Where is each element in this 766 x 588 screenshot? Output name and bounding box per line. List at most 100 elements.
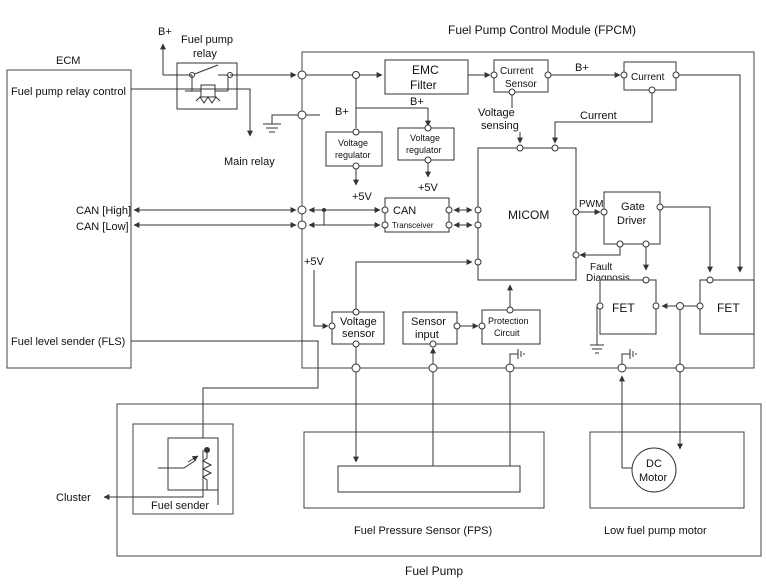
fpcm-bottom-terminal — [351, 363, 361, 373]
micom-terminal — [474, 206, 482, 214]
protection-terminal — [506, 306, 514, 314]
fls-wire — [131, 340, 319, 438]
can-transceiver — [384, 197, 450, 233]
vr2-line1: Voltage — [410, 133, 440, 143]
fuel-sender-frame — [132, 423, 234, 515]
vr1-terminal — [352, 128, 360, 136]
vsensor-line2: sensor — [342, 328, 375, 340]
protection-terminal — [478, 322, 486, 330]
plus5v-vr2: +5V — [418, 182, 439, 194]
ecm-can-high-label: CAN [High] — [76, 205, 131, 217]
junction-dot — [322, 208, 326, 212]
micom-terminal — [572, 251, 580, 259]
fpcm-title: Fuel Pump Control Module (FPCM) — [448, 23, 636, 37]
can-terminal — [381, 206, 389, 214]
motor-label: Low fuel pump motor — [604, 525, 707, 537]
fet-left-drain — [652, 302, 660, 310]
fet-left-gate — [642, 276, 650, 284]
node — [676, 302, 684, 310]
fpcm-bottom-terminal — [428, 363, 438, 373]
vr1-line1: Voltage — [338, 138, 368, 148]
fpcm-terminal — [297, 110, 307, 120]
emc-filter-line1: EMC — [412, 63, 439, 77]
micom-terminal — [474, 221, 482, 229]
motor-ground-symbol — [621, 349, 637, 364]
sensor-input — [402, 311, 458, 345]
bplus-label-dist-right: B+ — [410, 96, 424, 108]
sensor-input-terminal — [429, 340, 437, 348]
current-sensor-line1: Current — [500, 66, 534, 77]
fet-left-source — [596, 302, 604, 310]
bplus-dist-wire — [355, 107, 428, 128]
fps-label: Fuel Pressure Sensor (FPS) — [354, 525, 492, 537]
vr2-line2: regulator — [406, 145, 442, 155]
gate-driver — [603, 191, 661, 245]
voltage-sensing-wire — [511, 95, 520, 143]
fps-ground-symbol — [509, 349, 525, 368]
micom-terminal — [474, 258, 482, 266]
cluster-wire — [103, 450, 204, 500]
current-box-label: Current — [631, 72, 665, 83]
can-label: CAN — [393, 205, 416, 217]
fet-left-label: FET — [612, 301, 635, 315]
micom-terminal — [516, 144, 524, 152]
protection-circuit — [481, 309, 541, 345]
fet-left — [599, 279, 657, 335]
dc-motor — [631, 447, 677, 493]
fpcm-bottom-terminal — [675, 363, 685, 373]
vr1-line2: regulator — [335, 150, 371, 160]
fuel-sender-wiper — [158, 456, 198, 469]
gate-driver-fault-terminal — [616, 240, 624, 248]
vsensor-terminal — [328, 322, 336, 330]
vsensor-line1: Voltage — [340, 316, 377, 328]
relay-bplus-label: B+ — [158, 26, 172, 38]
current-sensor-line2: Sensor — [505, 79, 537, 90]
fpcm-bottom-terminal — [617, 363, 627, 373]
relay-coil — [200, 84, 216, 98]
protection-line1: Protection — [488, 316, 529, 326]
protection-line2: Circuit — [494, 328, 520, 338]
can-terminal — [381, 221, 389, 229]
ecm-relay-control-label: Fuel pump relay control — [11, 86, 126, 98]
relay-title-line1: Fuel pump — [181, 34, 233, 46]
can-terminal — [445, 206, 453, 214]
vsensor-terminal — [352, 340, 360, 348]
vsensor-terminal — [352, 308, 360, 316]
relay-title-line2: relay — [193, 48, 217, 60]
bplus-label-dist-left: B+ — [335, 106, 349, 118]
ground-symbol — [263, 114, 302, 133]
fault-line2: Diagnosis — [586, 273, 630, 284]
relay-coil-leads — [185, 75, 229, 104]
gate-to-right-fet — [663, 206, 713, 273]
plus5v-vr1: +5V — [352, 191, 373, 203]
fault-line1: Fault — [590, 262, 612, 273]
cs-out-terminal — [544, 71, 552, 79]
ecm-title: ECM — [56, 55, 80, 67]
fuel-sender-label: Fuel sender — [151, 500, 209, 512]
fuel-pump-title: Fuel Pump — [405, 564, 463, 578]
vsensor-to-micom-wire — [355, 259, 473, 312]
fpcm-terminal-can-low — [297, 220, 307, 230]
voltage-sensing-line2: sensing — [481, 120, 519, 132]
can-terminal — [445, 221, 453, 229]
gate-driver-line2: Driver — [617, 215, 647, 227]
emc-filter — [384, 59, 469, 95]
current-in-terminal — [620, 71, 628, 79]
fuel-sender-symbol — [167, 437, 219, 491]
fpcm-terminal-can-high — [297, 205, 307, 215]
emc-filter-line2: Filter — [410, 78, 437, 92]
fault-diagnosis-wire — [579, 247, 621, 258]
transceiver-label: Transceiver — [392, 221, 434, 230]
voltage-regulator-2 — [397, 127, 455, 161]
fet-left-ground — [590, 306, 604, 354]
ecm-fls-label: Fuel level sender (FLS) — [11, 336, 125, 348]
fuel-sender-node — [204, 447, 210, 453]
vr2-out-terminal — [424, 156, 432, 164]
cs-in-terminal — [490, 71, 498, 79]
gate-driver-in-terminal — [600, 208, 608, 216]
vr2-terminal — [424, 124, 432, 132]
motor-line2: Motor — [639, 472, 667, 484]
fuel-pump-frame — [116, 403, 762, 557]
fet-right — [699, 279, 755, 335]
